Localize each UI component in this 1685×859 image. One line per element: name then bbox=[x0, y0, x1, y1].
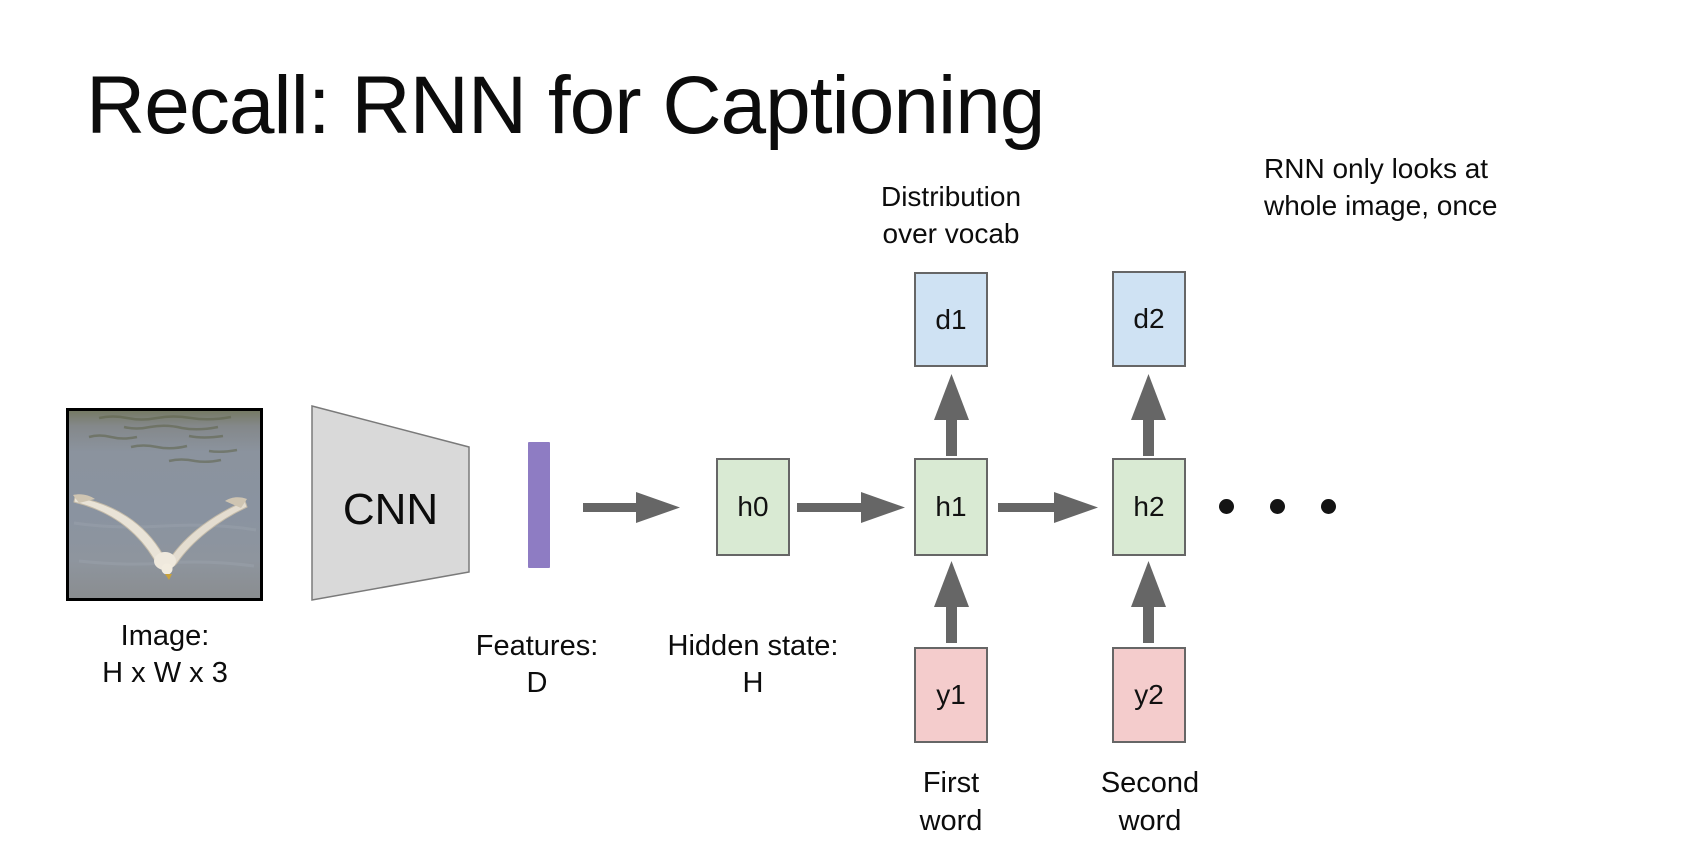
arrow-shaft bbox=[1143, 417, 1154, 456]
distribution-over-vocab-label: Distribution over vocab bbox=[880, 181, 1022, 249]
box-h0: h0 bbox=[716, 458, 790, 556]
box-d2: d2 bbox=[1112, 271, 1186, 367]
box-d1-label: d1 bbox=[935, 303, 967, 335]
arrow-features-to-h0 bbox=[583, 492, 680, 523]
cnn-label: CNN bbox=[342, 485, 439, 534]
box-h1: h1 bbox=[914, 458, 988, 556]
box-d1: d1 bbox=[914, 272, 988, 367]
box-h0-label: h0 bbox=[737, 491, 769, 522]
cnn-trapezoid bbox=[311, 405, 470, 602]
slide-title: Recall: RNN for Captioning bbox=[86, 60, 1045, 151]
arrow-shaft bbox=[797, 503, 865, 512]
seagull bbox=[73, 494, 248, 580]
arrow-head bbox=[1054, 492, 1098, 523]
arrow-h1-to-h2 bbox=[998, 492, 1098, 523]
arrow-shaft bbox=[946, 417, 957, 456]
arrow-head bbox=[636, 492, 680, 523]
cnn-trapezoid-polygon bbox=[311, 405, 470, 601]
arrow-y2-to-h2 bbox=[1131, 561, 1166, 643]
bird-photo-illustration bbox=[69, 411, 260, 598]
first-word-label: First word bbox=[919, 767, 983, 837]
arrow-h1-to-d1 bbox=[934, 374, 969, 456]
arrow-y1-to-h1 bbox=[934, 561, 969, 643]
arrow-head bbox=[1131, 374, 1166, 420]
arrow-shaft bbox=[998, 503, 1058, 512]
arrow-shaft bbox=[583, 503, 640, 512]
ellipsis-dot bbox=[1219, 499, 1234, 514]
arrow-h0-to-h1 bbox=[797, 492, 905, 523]
arrow-head bbox=[861, 492, 905, 523]
box-h2: h2 bbox=[1112, 458, 1186, 556]
input-image bbox=[66, 408, 263, 601]
image-caption: Image: H x W x 3 bbox=[102, 620, 228, 689]
box-h2-label: h2 bbox=[1133, 491, 1165, 522]
features-bar bbox=[528, 442, 550, 568]
box-h1-label: h1 bbox=[935, 491, 967, 522]
box-y2: y2 bbox=[1112, 647, 1186, 743]
ellipsis-dots bbox=[1219, 499, 1336, 514]
features-label: Features: D bbox=[475, 630, 599, 699]
arrow-shaft bbox=[1143, 604, 1154, 643]
water-ripples bbox=[88, 415, 238, 464]
arrow-h2-to-d2 bbox=[1131, 374, 1166, 456]
box-d2-label: d2 bbox=[1133, 303, 1165, 334]
box-y2-label: y2 bbox=[1134, 679, 1164, 710]
hidden-state-label: Hidden state: H bbox=[667, 630, 839, 699]
cnn-trapezoid-shape bbox=[311, 405, 470, 601]
arrow-shaft bbox=[946, 604, 957, 643]
arrow-head bbox=[934, 374, 969, 420]
ellipsis-dot bbox=[1321, 499, 1336, 514]
box-y1: y1 bbox=[914, 647, 988, 743]
ellipsis-dot bbox=[1270, 499, 1285, 514]
box-y1-label: y1 bbox=[936, 679, 966, 710]
arrow-head bbox=[934, 561, 969, 607]
second-word-label: Second word bbox=[1100, 767, 1200, 837]
note-rnn-looks-once: RNN only looks at whole image, once bbox=[1264, 153, 1498, 221]
arrow-head bbox=[1131, 561, 1166, 607]
